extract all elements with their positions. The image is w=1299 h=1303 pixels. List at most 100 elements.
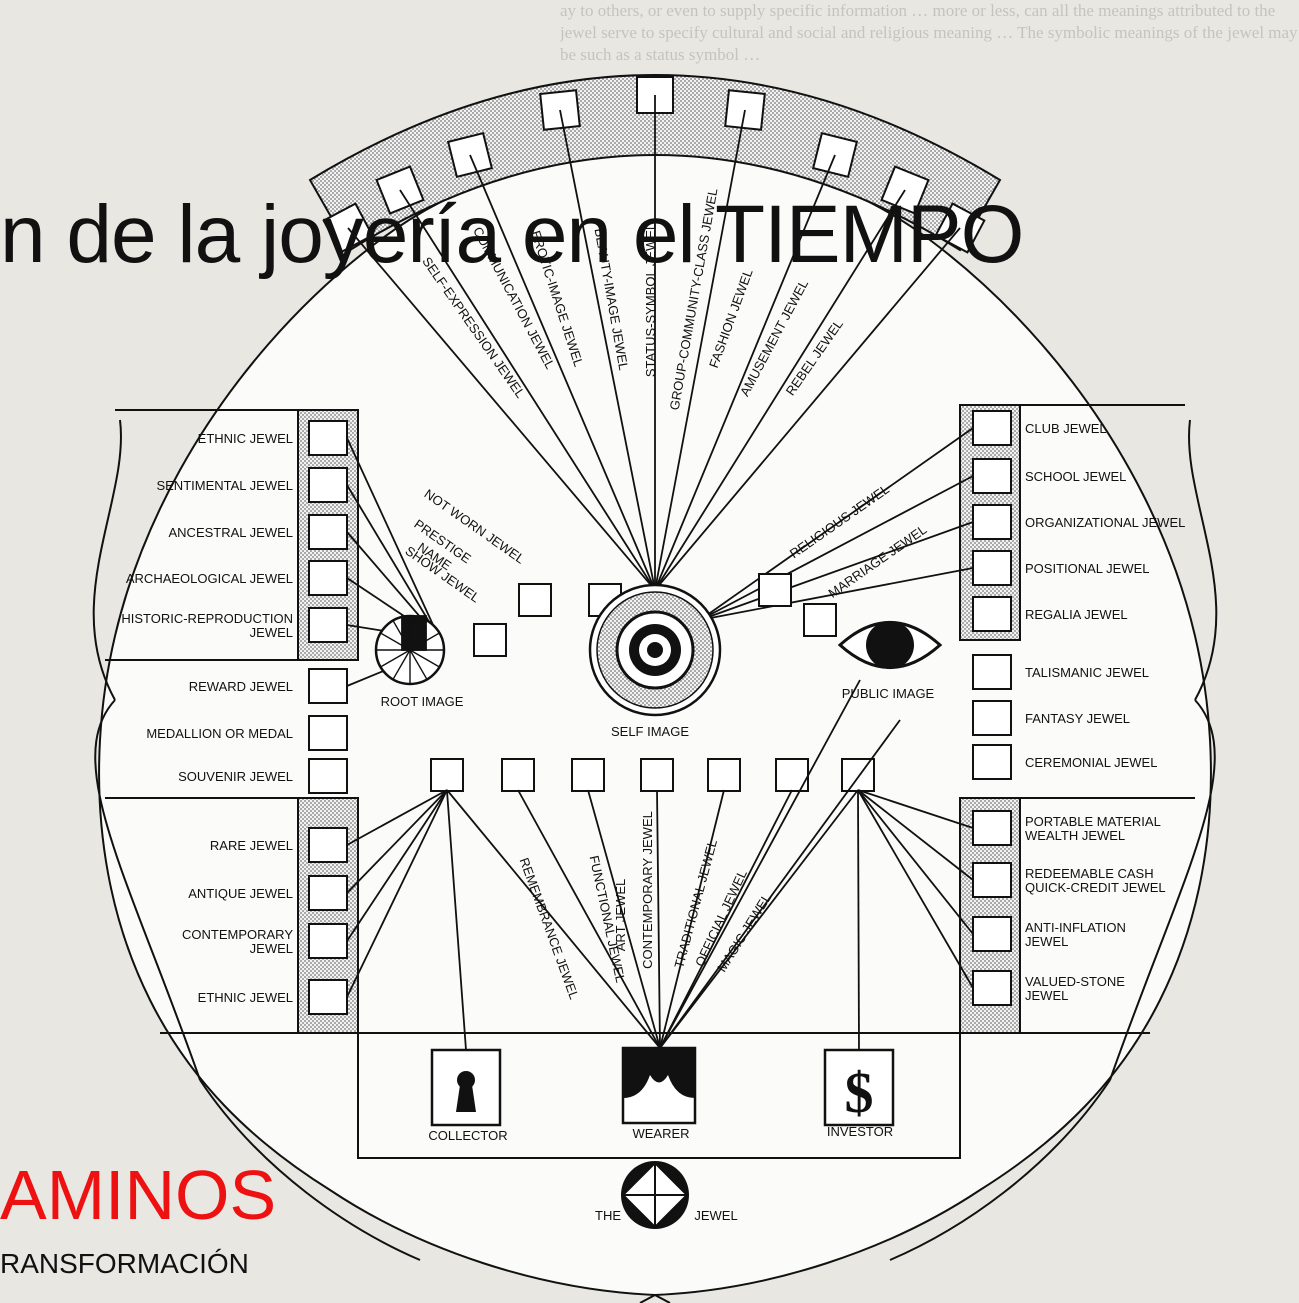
ray-line [346, 789, 448, 942]
self-image-label: SELF IMAGE [611, 724, 689, 739]
left-column-box [308, 467, 348, 503]
mid-box [518, 583, 552, 617]
root-spoke [409, 632, 440, 651]
right-column-box [972, 916, 1012, 952]
the-jewel-icon [621, 1161, 689, 1229]
right-table-lines [1020, 404, 1195, 1034]
right-column-box [972, 862, 1012, 898]
right-label: REDEEMABLE CASH [1025, 866, 1154, 881]
left-column-box [308, 420, 348, 456]
right-column-box [972, 744, 1012, 780]
left-label: CONTEMPORARY [182, 927, 293, 942]
mid-box [758, 573, 792, 607]
self-image-symbol [588, 583, 722, 717]
ray-line [654, 154, 836, 591]
right-label: JEWEL [1025, 988, 1068, 1003]
left-column-box [308, 560, 348, 596]
root-spoke [392, 649, 411, 680]
right-column-box [972, 810, 1012, 846]
ray-line [857, 790, 860, 1051]
left-table-lines [105, 409, 298, 1034]
right-column-box [972, 596, 1012, 632]
svg-text:$: $ [845, 1060, 874, 1125]
right-label: TALISMANIC JEWEL [1025, 665, 1149, 680]
right-column-box [972, 700, 1012, 736]
ray-line [659, 789, 725, 1049]
investor-dollar-icon: $ [823, 1048, 895, 1127]
ray-line [346, 484, 441, 641]
right-label: CEREMONIAL JEWEL [1025, 755, 1157, 770]
left-column-box [308, 758, 348, 794]
ray-line [699, 521, 974, 621]
slide-title: n de la joyería en el TIEMPO [0, 189, 1024, 280]
left-label: ANCESTRAL JEWEL [169, 525, 294, 540]
left-column-box [308, 979, 348, 1015]
left-column-box [308, 607, 348, 643]
left-label: ANTIQUE JEWEL [188, 886, 293, 901]
ray-line [347, 227, 656, 591]
root-image-label: ROOT IMAGE [381, 694, 464, 709]
frame-cusps [92, 419, 1218, 1303]
left-column-box [308, 923, 348, 959]
right-column-box [972, 654, 1012, 690]
ray-line [659, 789, 793, 1049]
mid-box [430, 758, 464, 792]
right-label: QUICK-CREDIT JEWEL [1025, 880, 1166, 895]
left-label: ARCHAEOLOGICAL JEWEL [126, 571, 293, 586]
mid-box [473, 623, 507, 657]
right-label: ORGANIZATIONAL JEWEL [1025, 515, 1185, 530]
right-label: FANTASY JEWEL [1025, 711, 1130, 726]
left-column-box [308, 668, 348, 704]
left-label: JEWEL [250, 941, 293, 956]
right-label: WEALTH JEWEL [1025, 828, 1125, 843]
mid-box [501, 758, 535, 792]
left-label: JEWEL [250, 625, 293, 640]
root-spoke [380, 649, 411, 668]
right-column-box [972, 970, 1012, 1006]
jewel-label: JEWEL [694, 1208, 737, 1223]
left-label: SENTIMENTAL JEWEL [156, 478, 293, 493]
ray-line [857, 789, 974, 989]
right-label: JEWEL [1025, 934, 1068, 949]
bottom-ray-label: CONTEMPORARY JEWEL [640, 811, 655, 969]
right-label: SCHOOL JEWEL [1025, 469, 1126, 484]
ray-line [699, 427, 974, 621]
mid-box [841, 758, 875, 792]
ray-line [346, 789, 448, 998]
ray-lines [346, 95, 974, 1051]
ray-line [857, 789, 974, 881]
mid-box [571, 758, 605, 792]
ray-line [559, 109, 656, 591]
top-arc-band [308, 74, 1002, 252]
caminos-heading: AMINOS [0, 1156, 277, 1234]
ray-line [659, 789, 859, 1049]
background-page-text: ay to others, or even to supply specific… [560, 1, 1298, 64]
ray-line [857, 789, 974, 829]
right-label: REGALIA JEWEL [1025, 607, 1128, 622]
wearer-icon [621, 1046, 697, 1125]
ray-line [346, 437, 441, 641]
public-image-label: PUBLIC IMAGE [842, 686, 935, 701]
ray-line [656, 789, 661, 1049]
right-label: CLUB JEWEL [1025, 421, 1107, 436]
root-spoke [409, 649, 428, 680]
right-label: PORTABLE MATERIAL [1025, 814, 1161, 829]
left-label: HISTORIC-REPRODUCTION [121, 611, 293, 626]
right-label: POSITIONAL JEWEL [1025, 561, 1150, 576]
mid-box [707, 758, 741, 792]
the-label: THE [595, 1208, 621, 1223]
collector-keyhole-icon [430, 1048, 502, 1127]
ray-line [654, 227, 961, 591]
right-column-box [972, 458, 1012, 494]
left-column-box [308, 514, 348, 550]
left-label: ETHNIC JEWEL [198, 990, 293, 1005]
right-column-boxes [972, 410, 1012, 1006]
ray-line [857, 789, 974, 935]
ray-line [517, 789, 661, 1049]
left-label: MEDALLION OR MEDAL [146, 726, 293, 741]
root-spoke [380, 632, 411, 651]
ray-line [587, 789, 661, 1049]
subtitle: RANSFORMACIÓN [0, 1248, 249, 1279]
right-column-box [972, 504, 1012, 540]
